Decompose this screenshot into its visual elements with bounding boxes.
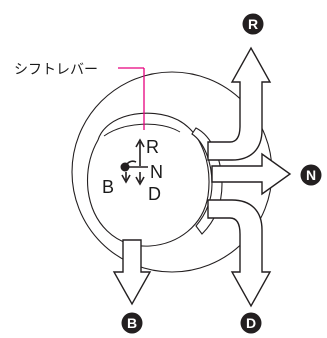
shift-gate-pattern (121, 138, 145, 186)
callout-leader (118, 67, 145, 130)
callout-label: シフトレバー (14, 61, 98, 77)
badge-r-text: R (248, 16, 258, 32)
gate-label-b: B (102, 177, 114, 197)
badge-b-text: B (127, 315, 137, 331)
shift-knob (86, 112, 210, 247)
badge-r: R (242, 13, 264, 35)
arrow-b (112, 239, 152, 306)
arrow-n (211, 152, 292, 196)
arrow-r (207, 46, 272, 161)
badge-d: D (240, 312, 262, 334)
gate-label-r: R (146, 137, 159, 157)
gate-label-n: N (150, 162, 163, 182)
arrow-d (207, 199, 272, 308)
gate-label-d: D (148, 184, 161, 204)
badge-d-text: D (246, 315, 256, 331)
badge-n: N (300, 164, 322, 186)
knob-highlight (103, 123, 181, 137)
badge-b: B (121, 312, 143, 334)
badge-n-text: N (306, 167, 316, 183)
